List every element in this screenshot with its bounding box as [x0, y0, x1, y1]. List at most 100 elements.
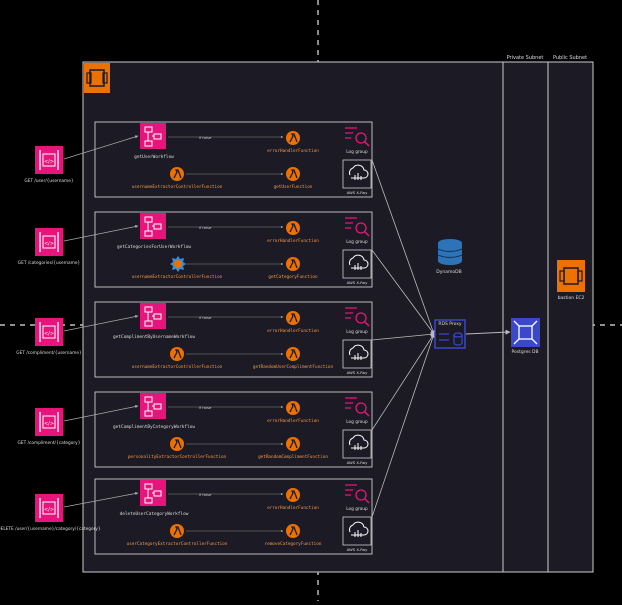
log-group-label: Log group — [346, 149, 368, 155]
lambda-icon — [286, 347, 300, 361]
postgres-label: Postgres DB — [511, 349, 538, 355]
api-endpoint-label: GET /categories/{username} — [18, 260, 81, 266]
lambda-icon — [170, 524, 184, 538]
step-functions-icon — [140, 393, 166, 419]
api-to-workflow-arrow — [63, 491, 139, 508]
row-to-proxy-arrow — [371, 333, 435, 431]
xray-icon — [342, 516, 372, 546]
lambda-icon — [286, 401, 300, 415]
bastion-label: bastion EC2 — [558, 295, 585, 301]
api-to-workflow-arrow — [63, 135, 139, 160]
log-group-label: Log group — [346, 239, 368, 245]
xray-icon — [342, 249, 372, 279]
row-to-proxy-arrow — [371, 249, 435, 335]
lambda-icon — [286, 221, 300, 235]
api-to-workflow-arrow — [63, 405, 139, 422]
svg-text:</>: </> — [44, 159, 54, 165]
lambda-icon — [286, 488, 300, 502]
extractor-function-label: userCategoryExtractorControllerFunction — [127, 541, 228, 547]
workflow-row: </> — [35, 333, 435, 555]
public-subnet-label: Public Subnet — [553, 55, 587, 61]
xray-icon — [342, 339, 372, 369]
workflow-row: </> — [35, 333, 435, 468]
xray-icon — [342, 159, 372, 189]
flow-condition-label: if false — [199, 225, 212, 230]
error-handler-label: errorHandlerFunction — [267, 418, 319, 424]
workflow-label: getCategoriesForUserWorkflow — [117, 244, 191, 250]
api-gateway-icon: </> — [35, 318, 63, 346]
api-gateway-icon: </> — [35, 408, 63, 436]
row-to-proxy-arrow — [371, 332, 435, 341]
lambda-icon — [286, 131, 300, 145]
lambda-icon — [286, 524, 300, 538]
flow-condition-label: if false — [199, 492, 212, 497]
lambda-badge-icon — [170, 256, 186, 272]
api-gateway-icon: </> — [35, 494, 63, 522]
api-endpoint-label: GET /compliment/{username} — [16, 350, 82, 356]
target-function-label: getUserFunction — [274, 184, 313, 190]
api-to-workflow-arrow — [63, 315, 139, 332]
step-functions-icon — [140, 213, 166, 239]
svg-text:</>: </> — [44, 331, 54, 337]
extractor-function-label: usernameExtractorControllerFunction — [132, 364, 223, 370]
workflow-label: getUserWorkflow — [134, 154, 174, 160]
postgres-rds-icon — [511, 318, 540, 347]
lambda-icon — [170, 167, 184, 181]
public-subnet-panel — [547, 61, 594, 573]
step-functions-icon — [140, 480, 166, 506]
workflow-row: </> — [35, 301, 435, 378]
xray-label: AWS X-Ray — [347, 280, 368, 285]
api-endpoint-label: DELETE /user/{username}/category/{catego… — [0, 526, 101, 532]
log-group-icon — [345, 127, 370, 147]
log-group-label: Log group — [346, 419, 368, 425]
proxy-to-postgres-arrow — [465, 329, 511, 335]
xray-label: AWS X-Ray — [347, 190, 368, 195]
error-handler-label: errorHandlerFunction — [267, 328, 319, 334]
api-gateway-icon: </> — [35, 146, 63, 174]
extractor-function-label: personalityExtractorControllerFunction — [128, 454, 227, 460]
workflow-label: deleteUserCategoryWorkflow — [120, 511, 189, 517]
target-function-label: removeCategoryFunction — [265, 541, 322, 547]
rds-proxy-icon — [434, 319, 466, 349]
target-function-label: getCategoryFunction — [268, 274, 318, 280]
workflow-box — [94, 301, 373, 378]
row-to-proxy-arrow — [371, 333, 435, 518]
flow-condition-label: if false — [199, 405, 212, 410]
lambda-icon — [286, 311, 300, 325]
bastion-ec2-icon — [557, 260, 585, 292]
error-handler-label: errorHandlerFunction — [267, 148, 319, 154]
step-functions-icon — [140, 303, 166, 329]
workflow-row: </> — [35, 211, 435, 335]
log-group-icon — [345, 307, 370, 327]
flow-condition-label: if false — [199, 135, 212, 140]
svg-text:</>: </> — [44, 421, 54, 427]
dynamodb-label: DynamoDB — [436, 269, 461, 275]
step-functions-icon — [140, 123, 166, 149]
workflow-row: </> — [35, 121, 435, 335]
xray-label: AWS X-Ray — [347, 460, 368, 465]
private-subnet-panel — [502, 61, 549, 573]
svg-text:</>: </> — [44, 241, 54, 247]
svg-text:</>: </> — [44, 507, 54, 513]
log-group-icon — [345, 217, 370, 237]
rds-proxy-label: RDS Proxy — [438, 321, 462, 327]
lambda-icon — [170, 347, 184, 361]
lambda-icon — [286, 167, 300, 181]
workflow-box — [94, 211, 373, 288]
workflow-box — [94, 121, 373, 198]
log-group-icon — [345, 484, 370, 504]
target-function-label: getRandomComplimentFunction — [258, 454, 328, 460]
lambda-icon — [286, 257, 300, 271]
target-function-label: getRandomUserComplimentFunction — [253, 364, 334, 370]
workflow-label: getComplimentByCategoryWorkflow — [113, 424, 195, 430]
xray-icon — [342, 429, 372, 459]
xray-label: AWS X-Ray — [347, 370, 368, 375]
lambda-icon — [286, 437, 300, 451]
log-group-icon — [345, 397, 370, 417]
extractor-function-label: usernameExtractorControllerFunction — [132, 184, 223, 190]
row-to-proxy-arrow — [371, 159, 435, 335]
extractor-function-label: usernameExtractorControllerFunction — [132, 274, 223, 280]
error-handler-label: errorHandlerFunction — [267, 238, 319, 244]
